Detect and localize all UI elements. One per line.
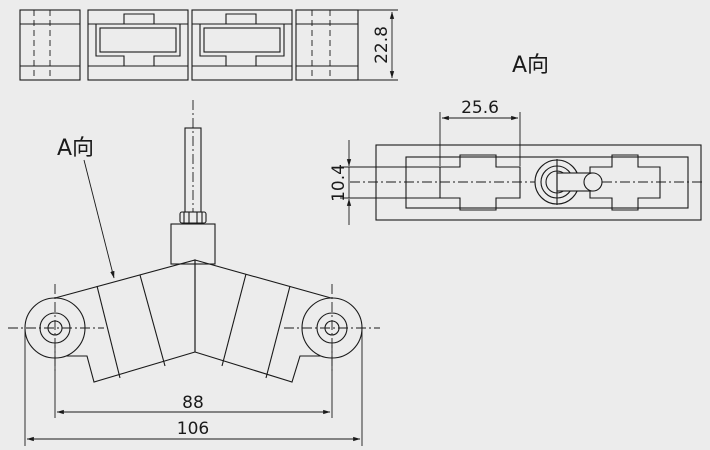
- top-right-segment: [295, 9, 359, 81]
- dim-overall-length: 106: [177, 419, 209, 439]
- right-view: 25.6 10.4: [329, 98, 705, 225]
- front-view: A向 88 106: [8, 100, 380, 446]
- view-arrow: [83, 159, 115, 279]
- dim-pitch-right: 25.6: [461, 98, 499, 118]
- stud-nut: [179, 211, 207, 224]
- view-title: A向: [512, 53, 549, 78]
- dim-height-top: 22.8: [372, 26, 392, 64]
- dim-hole-spacing: 88: [182, 393, 204, 413]
- right-outline: [375, 144, 702, 221]
- dim-width-right: 10.4: [329, 164, 349, 202]
- view-arrow-label: A向: [57, 136, 94, 161]
- stud-base: [170, 223, 216, 265]
- top-link-2: [191, 9, 293, 81]
- right-link-profile: [439, 154, 521, 211]
- top-link-1: [87, 9, 189, 81]
- top-view: 22.8: [19, 9, 398, 81]
